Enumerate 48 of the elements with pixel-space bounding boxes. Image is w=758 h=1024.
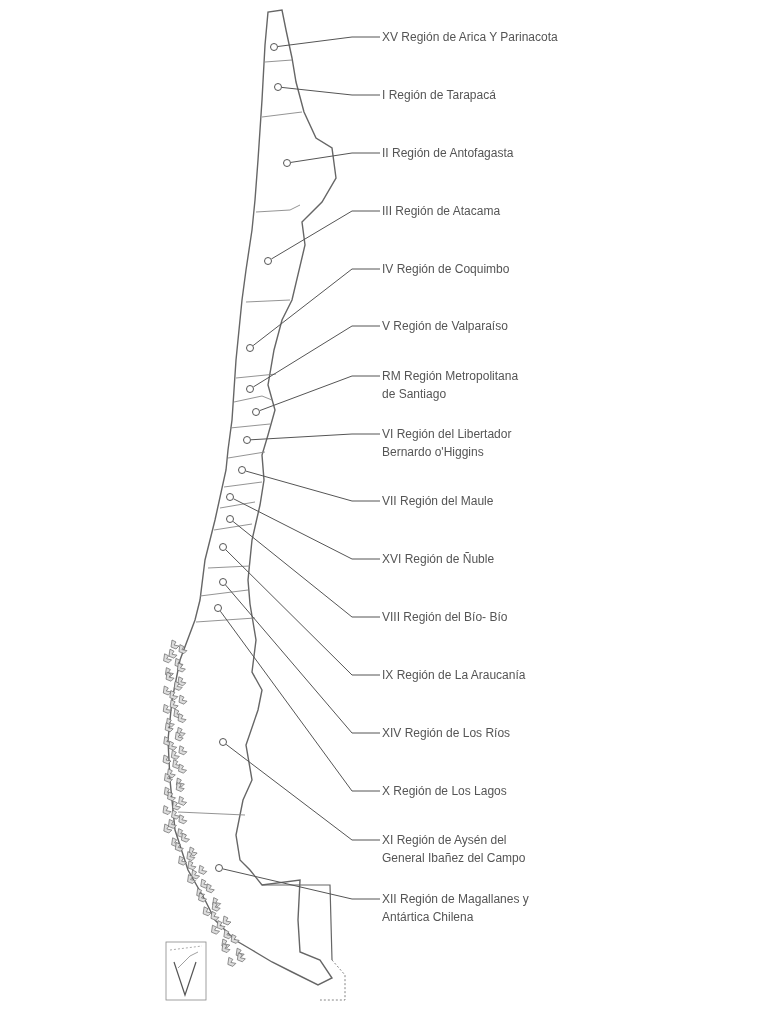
location-marker — [270, 43, 278, 51]
location-marker — [252, 408, 260, 416]
location-marker — [274, 83, 282, 91]
region-label: XV Región de Arica Y Parinacota — [382, 28, 558, 46]
region-label: XI Región de Aysén del General Ibañez del Campo — [382, 831, 534, 867]
leader-line — [290, 152, 381, 163]
location-marker — [264, 257, 272, 265]
leader-line — [219, 610, 381, 792]
leader-line — [270, 210, 381, 260]
location-marker — [226, 493, 234, 501]
region-label: I Región de Tarapacá — [382, 86, 496, 104]
location-marker — [219, 578, 227, 586]
location-marker — [238, 466, 246, 474]
region-label: XII Región de Magallanes y Antártica Chilena — [382, 890, 534, 926]
region-label: VI Región del Libertador Bernardo o'Higgins — [382, 425, 534, 461]
location-marker — [219, 738, 227, 746]
region-label: X Región de Los Lagos — [382, 782, 507, 800]
location-marker — [246, 344, 254, 352]
region-label: IX Región de La Araucanía — [382, 666, 526, 684]
location-marker — [246, 385, 254, 393]
leader-line — [225, 549, 381, 676]
location-marker — [215, 864, 223, 872]
leader-line — [233, 498, 381, 560]
leader-line — [222, 868, 381, 900]
leader-line — [277, 36, 381, 47]
region-label: VII Región del Maule — [382, 492, 494, 510]
region-label: III Región de Atacama — [382, 202, 501, 220]
location-marker — [243, 436, 251, 444]
region-label: IV Región de Coquimbo — [382, 260, 510, 278]
region-label: V Región de Valparaíso — [382, 317, 508, 335]
leader-line — [252, 268, 381, 347]
region-label: RM Región Metropolitana de Santiago — [382, 367, 534, 403]
location-marker — [283, 159, 291, 167]
location-marker — [226, 515, 234, 523]
leader-line — [259, 375, 381, 412]
leader-line — [250, 433, 381, 441]
location-marker — [214, 604, 222, 612]
leader-line — [245, 470, 381, 502]
region-label: VIII Región del Bío- Bío — [382, 608, 508, 626]
location-marker — [219, 543, 227, 551]
region-label: II Región de Antofagasta — [382, 144, 514, 162]
leader-line — [225, 743, 381, 841]
leader-line — [232, 521, 381, 618]
region-label: XVI Región de Ñuble — [382, 550, 495, 568]
leader-line — [281, 86, 381, 96]
leader-line — [252, 325, 381, 388]
leader-line — [225, 584, 381, 734]
region-label: XIV Región de Los Ríos — [382, 724, 511, 742]
